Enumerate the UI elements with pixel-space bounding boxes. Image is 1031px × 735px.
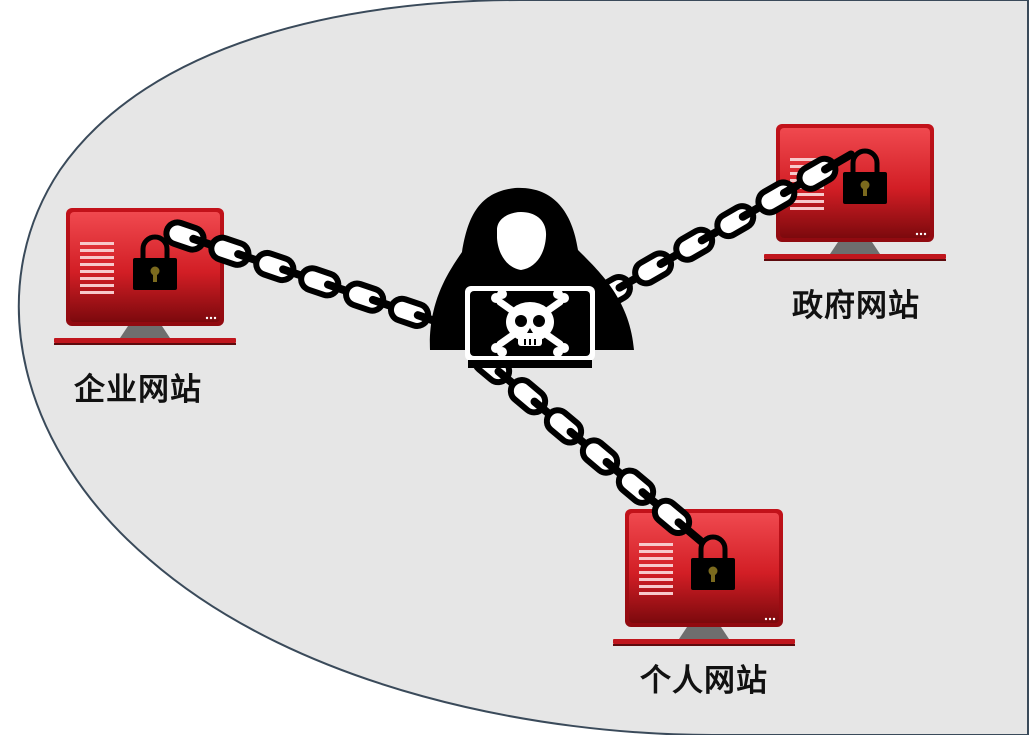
skull-crossbones-icon	[491, 289, 569, 357]
personal-website-label: 个人网站	[640, 663, 768, 699]
enterprise-website-label: 企业网站	[74, 372, 202, 408]
government-website-label: 政府网站	[792, 288, 920, 324]
